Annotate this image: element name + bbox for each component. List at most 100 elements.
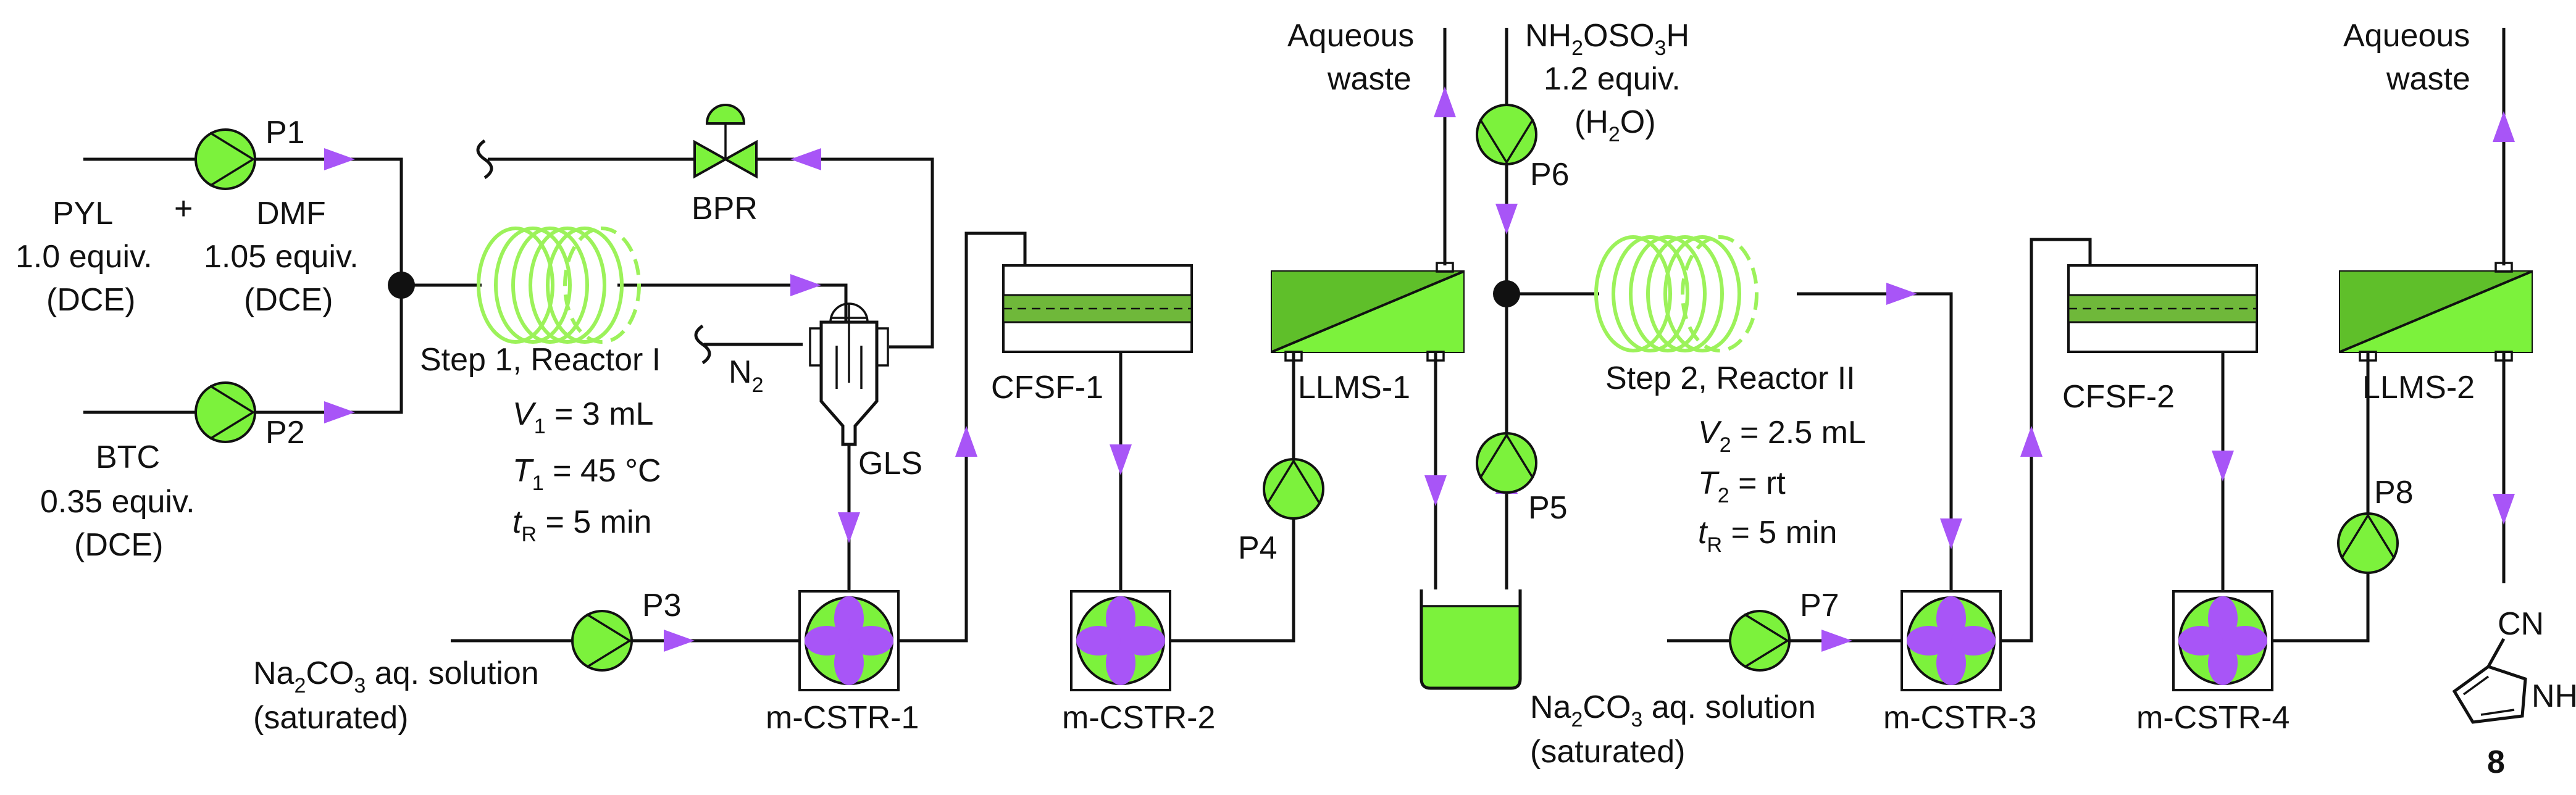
arrow-p1 xyxy=(324,148,355,170)
label-p8: P8 xyxy=(2374,475,2414,510)
stirrer-blade xyxy=(2208,641,2238,685)
pump-p4 xyxy=(1263,458,1324,520)
label-p2: P2 xyxy=(266,415,305,451)
arrow-gls-out xyxy=(838,512,860,543)
pump-p2 xyxy=(194,381,256,443)
label-m-cstr-2: m-CSTR-2 xyxy=(1062,700,1215,736)
stirrer-blade xyxy=(1106,641,1135,685)
stirrer-blade xyxy=(1951,626,1996,656)
stirrer-blade xyxy=(2223,626,2267,656)
junction-dot-2 xyxy=(1493,280,1520,307)
pump-p8 xyxy=(2337,512,2399,574)
line-break-squiggle-n2 xyxy=(694,324,711,365)
coil-loop xyxy=(1681,235,1758,352)
label-cfsf-2: CFSF-2 xyxy=(2062,379,2175,415)
label-dmf: DMF xyxy=(256,196,326,231)
pipe-mcstr1-out xyxy=(898,231,1027,643)
label-reactor-2-title: Step 2, Reactor II xyxy=(1605,360,1855,396)
llms-1-separator xyxy=(1271,262,1465,362)
reactor-ii-coil xyxy=(1594,235,1758,352)
pipe-mcstr4-out xyxy=(2272,352,2370,643)
label-product-number: 8 xyxy=(2487,744,2505,780)
coil-loop xyxy=(529,227,606,344)
pipe-feed-1 xyxy=(83,157,403,285)
n2-subscript: 2 xyxy=(752,373,764,397)
coil-loop xyxy=(1646,235,1724,352)
label-m-cstr-4: m-CSTR-4 xyxy=(2136,700,2290,736)
reactor-i-coil xyxy=(477,227,641,344)
arrow-mcstr3-up xyxy=(2020,426,2043,457)
junction-dot-1 xyxy=(388,272,415,299)
m-cstr-4 xyxy=(2172,590,2273,691)
gls-separator xyxy=(809,302,889,446)
label-p7: P7 xyxy=(1800,588,1839,623)
arrow-cfsf2-down xyxy=(2212,451,2234,481)
coil-loop xyxy=(494,227,572,344)
arrow-reactor2-down xyxy=(1940,518,1962,549)
label-pyl-solvent: (DCE) xyxy=(46,282,135,318)
stirrer-blade xyxy=(1936,641,1966,685)
arrow-tank-down xyxy=(1424,475,1447,506)
coil-loop xyxy=(1612,235,1689,352)
arrow-reactor1 xyxy=(790,274,821,296)
label-p5: P5 xyxy=(1528,490,1568,526)
pump-p3 xyxy=(571,610,633,672)
collection-tank xyxy=(1420,589,1522,690)
stirrer-blade xyxy=(1121,626,1165,656)
label-reactor-1-residence: tR = 5 min xyxy=(512,504,651,546)
label-na2co3-2: Na2CO3 aq. solution xyxy=(1530,689,1816,731)
label-btc: BTC xyxy=(96,439,160,475)
llms-2-separator xyxy=(2339,262,2533,362)
arrow-waste2-up xyxy=(2493,111,2515,142)
m-cstr-2 xyxy=(1070,590,1171,691)
pump-p5 xyxy=(1476,432,1537,494)
arrow-waste1-up xyxy=(1434,86,1456,117)
label-reactor-2-volume: V2 = 2.5 mL xyxy=(1698,415,1866,457)
label-product-cn: CN xyxy=(2498,606,2544,642)
stirrer-blade xyxy=(805,626,849,656)
arrow-cfsf1-down xyxy=(1110,444,1132,475)
label-bpr: BPR xyxy=(692,191,758,227)
pipe-reactor1-out xyxy=(617,283,848,322)
coil-loop xyxy=(563,227,641,344)
label-m-cstr-3: m-CSTR-3 xyxy=(1883,700,2036,736)
text-labels: P1 P2 P3 P4 P5 P6 P7 P8 BPR GLS N2 CFSF-… xyxy=(15,18,2576,780)
pump-p7 xyxy=(1729,610,1791,672)
label-dmf-solvent: (DCE) xyxy=(244,282,333,318)
label-reactor-1-temp: T1 = 45 °C xyxy=(512,453,661,495)
label-cfsf-1: CFSF-1 xyxy=(991,370,1103,406)
stirrer-blade xyxy=(1936,596,1966,641)
arrow-bpr-in xyxy=(790,148,821,170)
label-na2co3-1: Na2CO3 aq. solution xyxy=(253,656,539,697)
label-na2co3-1-saturated: (saturated) xyxy=(253,700,408,736)
label-pyl: PYL xyxy=(52,196,113,231)
pump-p1 xyxy=(194,128,256,190)
cfsf-1-filter xyxy=(1002,264,1193,353)
label-plus: + xyxy=(174,191,193,227)
coil-loop xyxy=(477,227,554,344)
label-waste-1-line1: Aqueous xyxy=(1287,18,1414,54)
coil-loop xyxy=(511,227,589,344)
arrow-sulfamic-down xyxy=(1495,204,1518,235)
stirrer-blade xyxy=(834,596,864,641)
label-btc-equiv: 0.35 equiv. xyxy=(40,484,195,520)
stirrer-blade xyxy=(1106,596,1135,641)
label-na2co3-2-saturated: (saturated) xyxy=(1530,734,1685,770)
stirrer-blade xyxy=(834,641,864,685)
arrow-mcstr1-up xyxy=(955,426,977,457)
pumps xyxy=(194,104,2399,672)
product-structure xyxy=(2452,638,2527,724)
label-p4: P4 xyxy=(1238,530,1278,566)
arrow-reactor2 xyxy=(1886,283,1917,305)
label-sulfamic-solvent: (H2O) xyxy=(1574,104,1656,146)
coil-loop xyxy=(1663,235,1741,352)
label-p1: P1 xyxy=(266,115,305,151)
label-waste-2-line2: waste xyxy=(2386,61,2470,97)
label-dmf-equiv: 1.05 equiv. xyxy=(204,239,359,275)
label-product-nh: NH xyxy=(2532,678,2576,714)
arrow-product-down xyxy=(2493,494,2515,525)
stirrer-blade xyxy=(1907,626,1951,656)
label-p3: P3 xyxy=(642,588,682,623)
pipe-reactor2-out xyxy=(1797,292,1953,591)
bpr-valve xyxy=(693,104,758,179)
